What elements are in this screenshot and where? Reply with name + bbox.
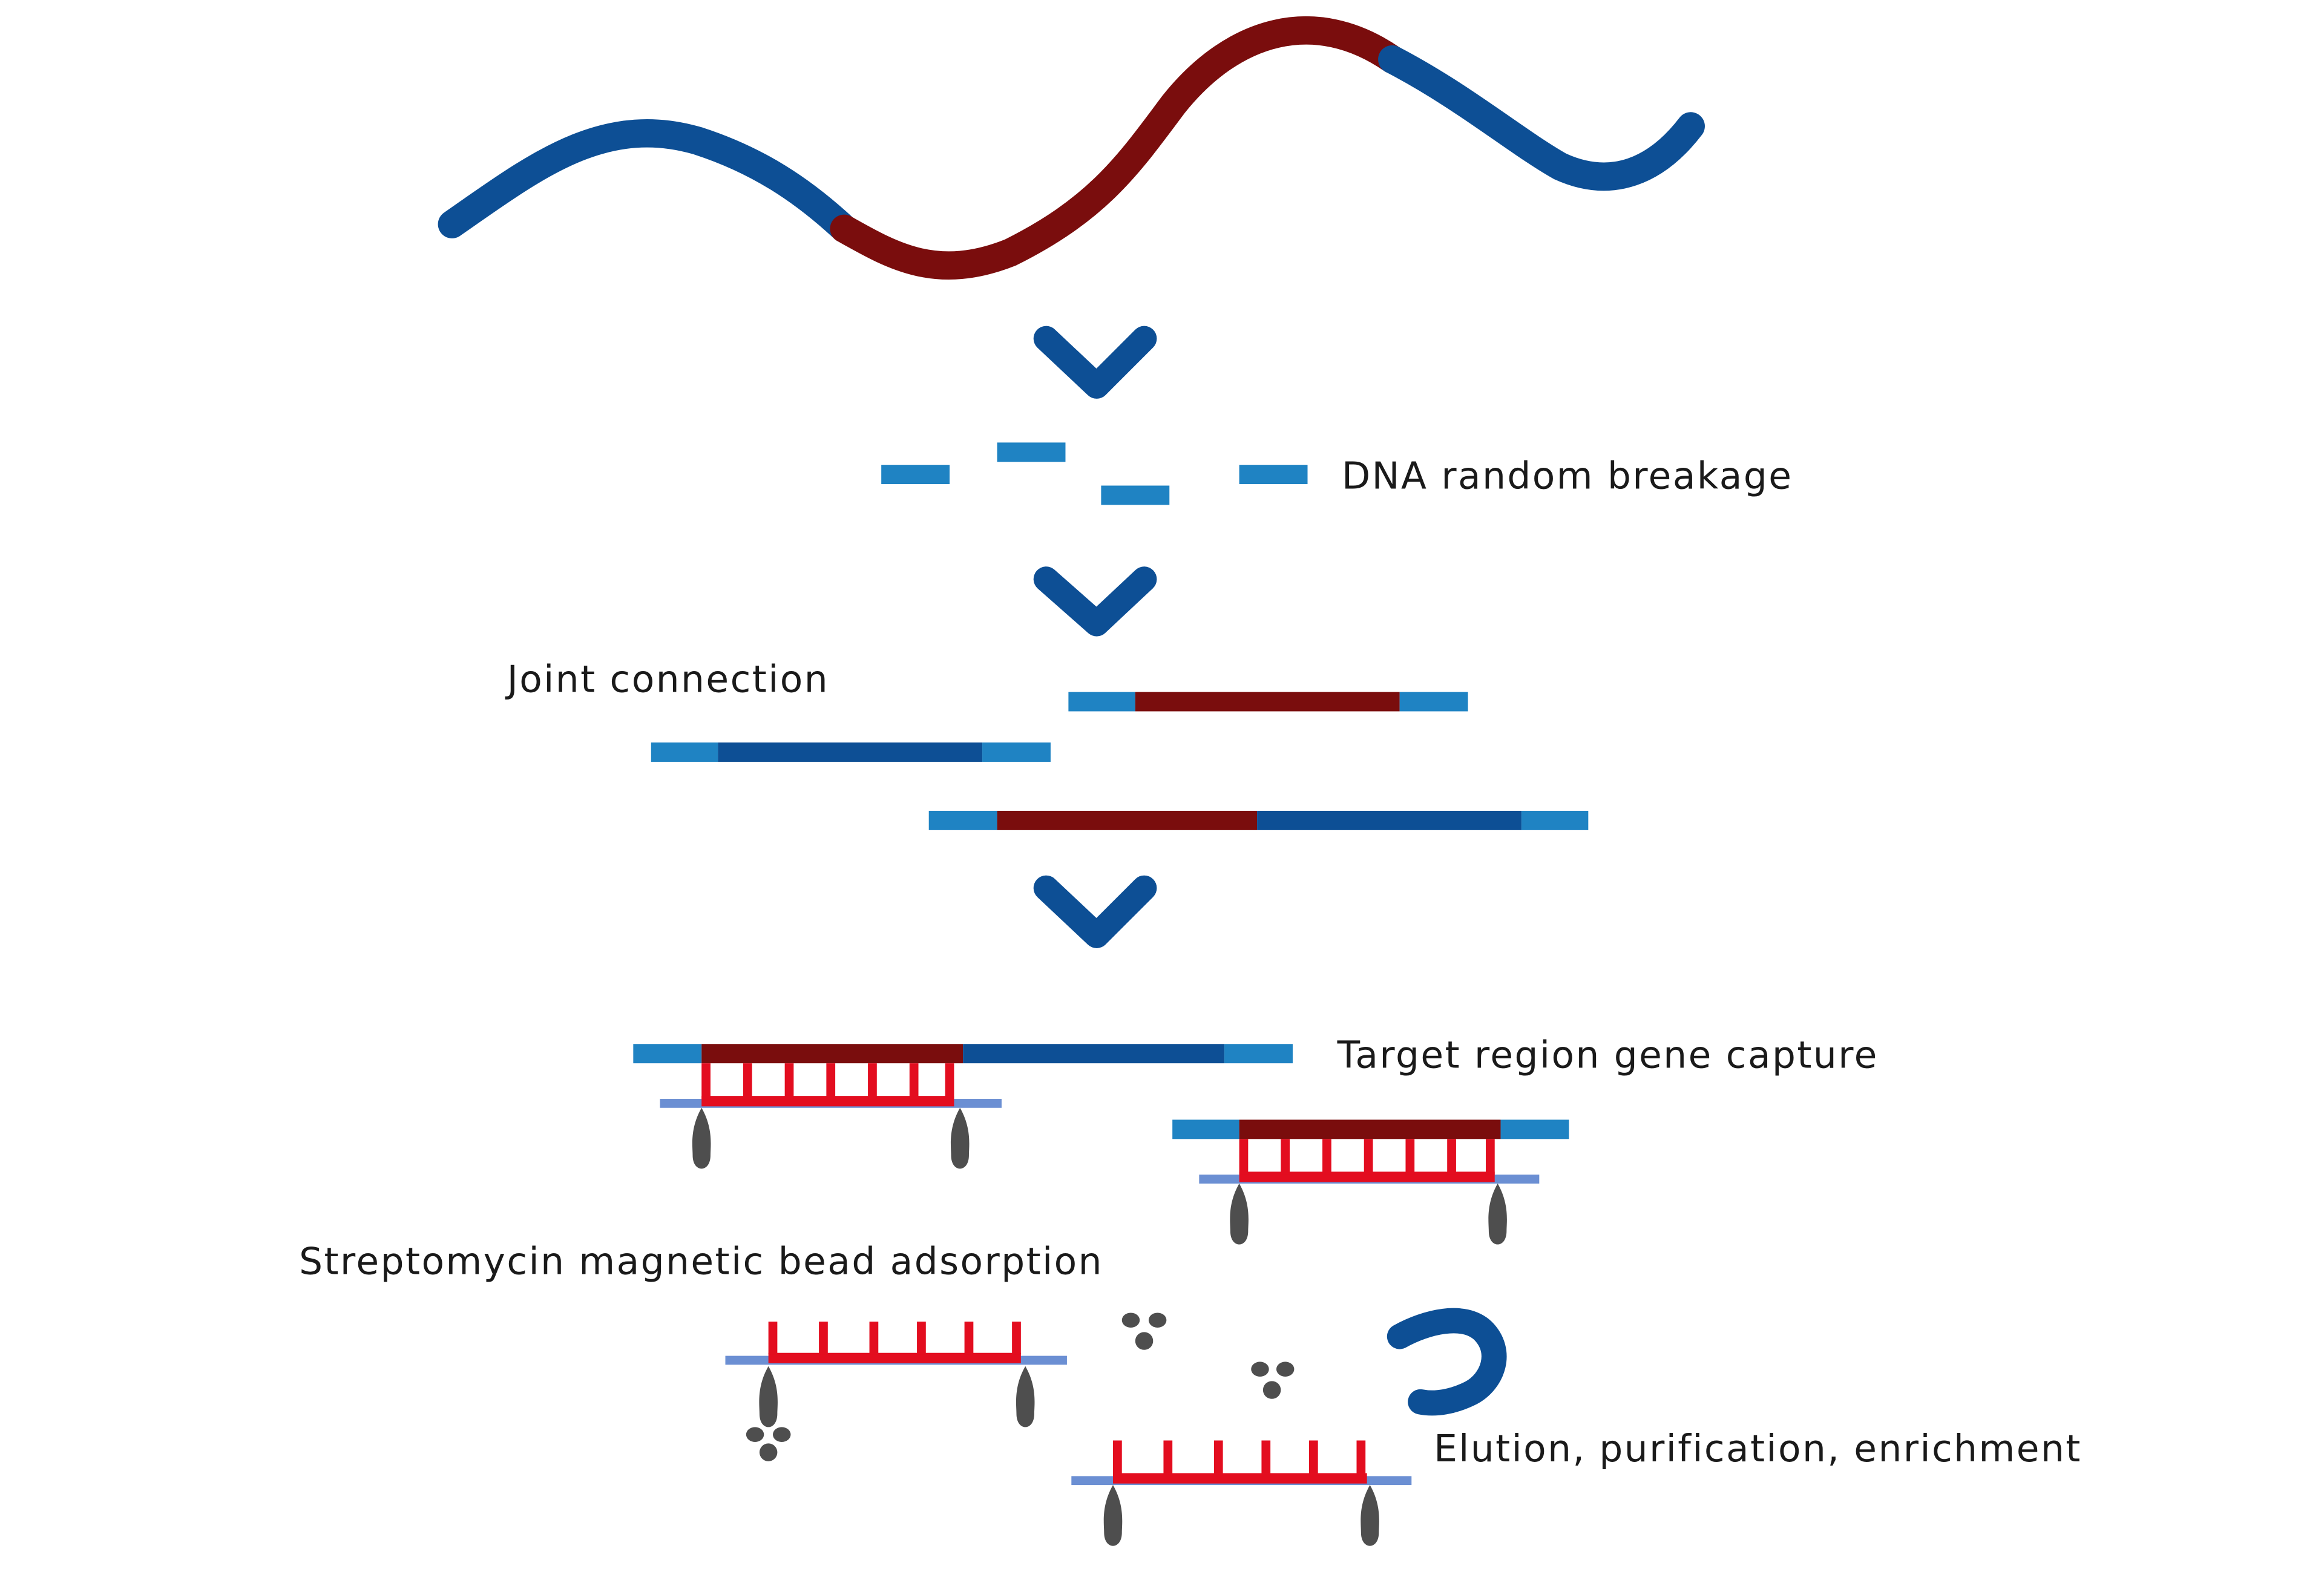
dna-fragment [1239, 465, 1308, 485]
chevron-down-icon [1033, 326, 1157, 399]
ligated-fragment-1 [1068, 692, 1468, 712]
chevron-down-icon [1033, 875, 1157, 948]
ligated-fragment-2 [651, 742, 1051, 762]
dna-fragment [997, 442, 1066, 462]
step-arrow-3 [1033, 875, 1157, 948]
chevron-down-icon [1033, 566, 1157, 637]
label-dna-random-breakage: DNA random breakage [1342, 454, 1793, 497]
magnetic-bead-icon [1230, 1183, 1249, 1245]
capture-probe-2 [1199, 1139, 1540, 1245]
eluted-probe [1071, 1440, 1412, 1546]
streptavidin-icon [1121, 1312, 1167, 1350]
captured-fragment-1 [633, 1044, 1293, 1064]
label-elution-purification-enrichment: Elution, purification, enrichment [1434, 1427, 2082, 1470]
label-target-region-gene-capture: Target region gene capture [1337, 1034, 1879, 1077]
streptavidin-icon [1251, 1362, 1295, 1399]
eluted-dna-fragment [1387, 1308, 1507, 1416]
magnetic-bead-icon [759, 1366, 778, 1427]
label-joint-connection: Joint connection [505, 658, 829, 701]
magnetic-bead-icon [1016, 1366, 1035, 1427]
genomic-dna-strand [438, 16, 1705, 280]
adsorbed-probe-1 [725, 1322, 1067, 1427]
step-arrow-1 [1033, 326, 1157, 399]
dna-fragment [881, 465, 950, 485]
dna-fragment [1101, 485, 1170, 505]
step-arrow-2 [1033, 566, 1157, 637]
dna-fragments [881, 442, 1308, 505]
capture-probe-1 [660, 1063, 1002, 1169]
magnetic-bead-icon [1361, 1485, 1379, 1546]
captured-fragment-2 [1172, 1119, 1569, 1139]
ligated-fragment-3 [928, 810, 1589, 830]
magnetic-bead-icon [692, 1107, 711, 1169]
magnetic-bead-icon [950, 1107, 970, 1169]
label-streptomycin-magnetic-bead-adsorption: Streptomycin magnetic bead adsorption [299, 1240, 1103, 1283]
magnetic-bead-icon [1103, 1485, 1123, 1546]
magnetic-bead-icon [1488, 1183, 1507, 1245]
streptavidin-icon [746, 1427, 791, 1461]
